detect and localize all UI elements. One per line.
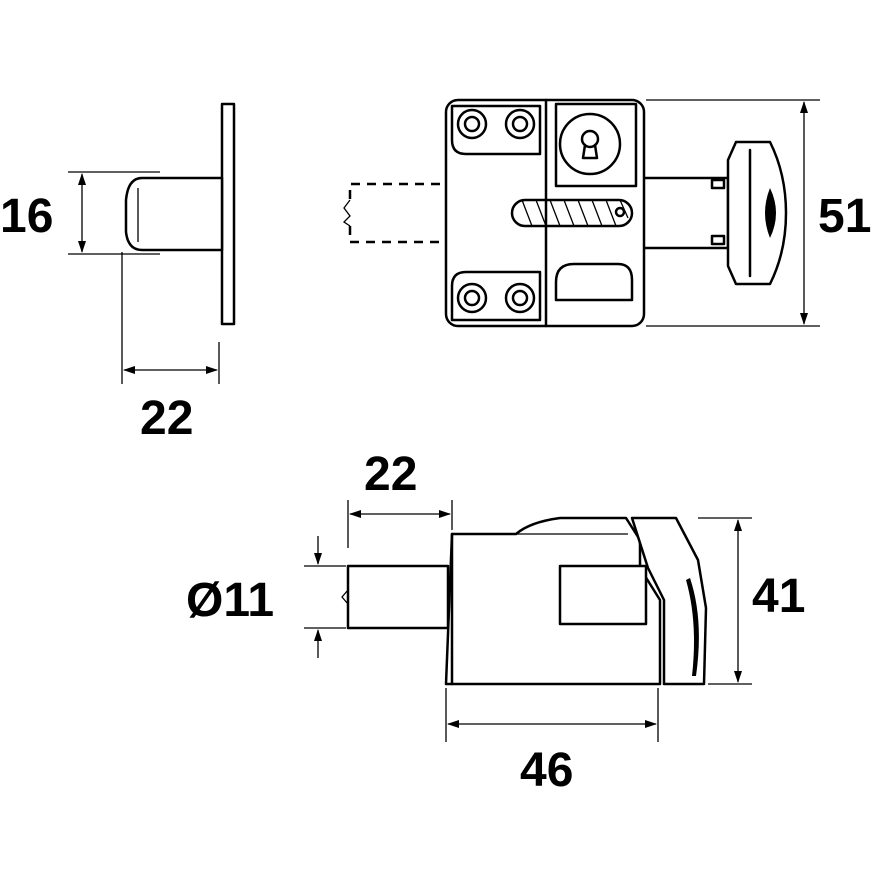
keeper-boss [124,176,224,252]
bolt-extended-outline [348,182,440,244]
dimension-bolt-diameter: Ø11 [186,536,346,658]
side-body [444,516,662,686]
screw-holes [456,108,536,314]
keyhole-icon [558,112,622,176]
keeper-side-view [124,102,236,326]
dimension-body-height: 51 [646,99,871,327]
dimension-side-height: 41 [698,517,805,685]
dim-label-22-top: 22 [140,392,193,445]
dim-label-46: 46 [520,744,573,797]
side-slot [558,564,648,626]
dimension-knob-projection: 22 [121,252,220,445]
keeper-plate [220,102,236,326]
dimension-knob-height: 16 [0,171,160,255]
dim-label-51: 51 [818,190,871,243]
bolt-spring-slot [510,198,634,228]
thumb-slot [554,262,634,302]
lock-front-view [342,98,788,328]
bolt [346,564,450,630]
dim-label-16: 16 [0,190,53,243]
side-knob [630,516,708,686]
dim-label-22-bottom: 22 [364,448,417,501]
dimension-bolt-throw: 22 [347,448,453,548]
lock-side-view [341,516,708,686]
dimension-body-depth: 46 [445,688,659,797]
turn-knob [710,140,788,286]
dim-label-diameter: Ø11 [186,574,274,627]
dim-label-41: 41 [752,570,805,623]
